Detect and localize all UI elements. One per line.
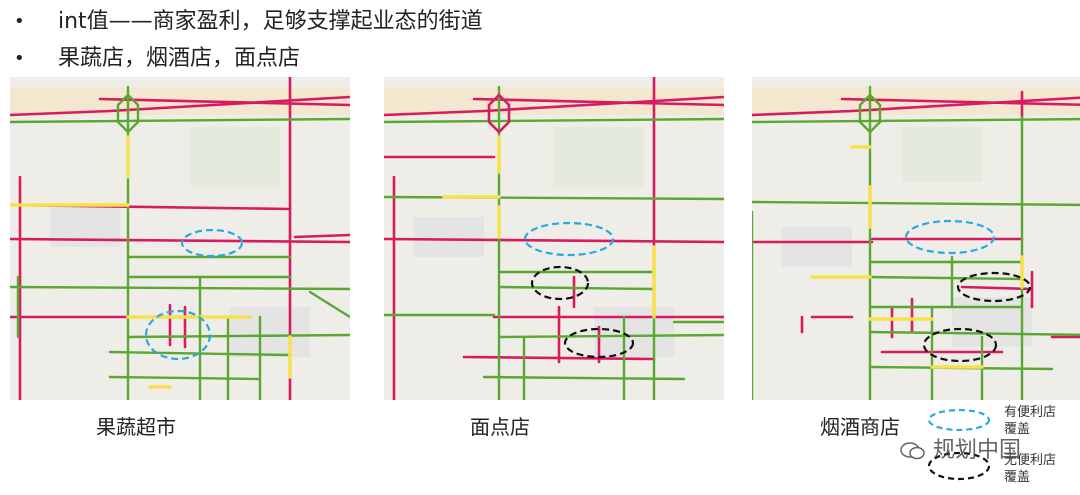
legend-covered-symbol — [927, 408, 991, 432]
legend-covered-label: 有便利店覆盖 — [1004, 405, 1057, 437]
bullet-dot-icon: • — [14, 11, 25, 32]
bullet-2: • 果蔬店，烟酒店，面点店 — [14, 45, 300, 73]
covered-ellipse-2 — [144, 309, 212, 361]
wechat-icon — [900, 442, 925, 460]
bullet-text: int值——商家盈利，足够支撑起业态的街道 — [58, 9, 483, 34]
covered-ellipse-1 — [180, 228, 244, 258]
bullet-dot-icon: • — [14, 48, 25, 69]
legend-uncovered-symbol — [927, 451, 991, 481]
covered-ellipse-4 — [904, 219, 996, 255]
uncovered-ellipse-4 — [922, 327, 998, 363]
map-3 — [752, 77, 1080, 400]
uncovered-ellipse-2 — [563, 327, 635, 359]
watermark: 规划中国 — [900, 432, 1021, 464]
caption-2: 面点店 — [470, 415, 530, 439]
map-panel-2 — [384, 77, 724, 400]
bullet-1: • int值——商家盈利，足够支撑起业态的街道 — [14, 8, 483, 36]
map-panel-3 — [752, 77, 1080, 400]
legend-symbols — [927, 408, 991, 481]
watermark-text: 规划中国 — [933, 438, 1022, 463]
covered-ellipse-3 — [523, 221, 615, 257]
uncovered-ellipse-3 — [956, 271, 1032, 303]
legend-uncovered-label: 无便利店覆盖 — [1004, 453, 1057, 485]
uncovered-ellipse-1 — [530, 265, 590, 301]
map-1 — [10, 77, 350, 400]
map-2 — [384, 77, 724, 400]
caption-1: 果蔬超市 — [96, 415, 176, 439]
bullet-text: 果蔬店，烟酒店，面点店 — [58, 46, 301, 71]
caption-3: 烟酒商店 — [820, 415, 900, 439]
map-panel-1 — [10, 77, 350, 400]
